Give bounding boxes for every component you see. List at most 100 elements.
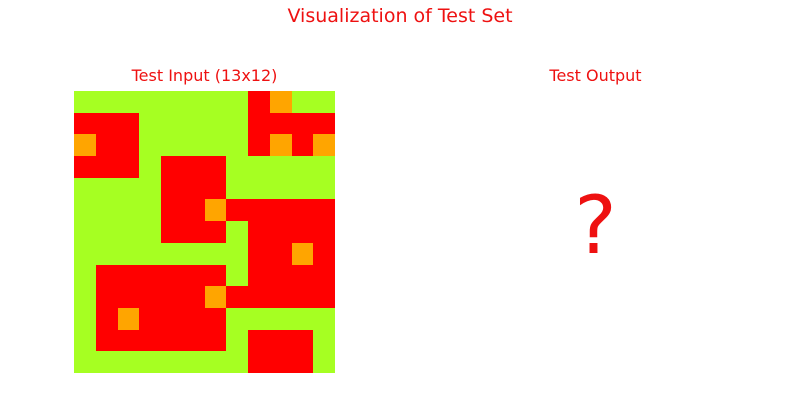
grid-cell bbox=[74, 308, 96, 330]
grid-cell bbox=[313, 286, 335, 308]
grid-cell bbox=[292, 265, 313, 286]
grid-cell bbox=[205, 265, 226, 286]
grid-cell bbox=[270, 156, 292, 178]
grid-cell bbox=[205, 308, 226, 330]
grid-cell bbox=[118, 351, 139, 373]
grid-cell bbox=[292, 351, 313, 373]
grid-cell bbox=[161, 308, 183, 330]
grid-cell bbox=[183, 265, 205, 286]
grid-cell bbox=[226, 243, 248, 265]
grid-cell bbox=[226, 113, 248, 134]
grid-cell bbox=[139, 199, 161, 221]
grid-cell bbox=[248, 308, 270, 330]
grid-cell bbox=[248, 199, 270, 221]
grid-cell bbox=[226, 308, 248, 330]
grid-cell bbox=[270, 221, 292, 243]
grid-cell bbox=[292, 286, 313, 308]
grid-cell bbox=[118, 330, 139, 351]
grid-cell bbox=[118, 265, 139, 286]
grid-cell bbox=[270, 199, 292, 221]
unknown-output-placeholder: ? bbox=[574, 179, 617, 272]
grid-cell bbox=[313, 221, 335, 243]
grid-cell bbox=[161, 199, 183, 221]
grid-cell bbox=[96, 113, 118, 134]
grid-cell bbox=[226, 286, 248, 308]
grid-cell bbox=[270, 265, 292, 286]
grid-cell bbox=[74, 330, 96, 351]
grid-cell bbox=[183, 199, 205, 221]
grid-cell bbox=[139, 134, 161, 156]
grid-cell bbox=[248, 243, 270, 265]
grid-cell bbox=[139, 286, 161, 308]
grid-cell bbox=[139, 178, 161, 199]
grid-cell bbox=[205, 156, 226, 178]
grid-cell bbox=[183, 351, 205, 373]
grid-cell bbox=[139, 91, 161, 113]
grid-cell bbox=[292, 199, 313, 221]
grid-cell bbox=[161, 221, 183, 243]
grid-cell bbox=[118, 156, 139, 178]
grid-cell bbox=[205, 91, 226, 113]
grid-cell bbox=[74, 265, 96, 286]
grid-cell bbox=[205, 178, 226, 199]
grid-cell bbox=[139, 243, 161, 265]
grid-cell bbox=[292, 308, 313, 330]
grid-cell bbox=[139, 351, 161, 373]
grid-cell bbox=[183, 286, 205, 308]
grid-cell bbox=[118, 199, 139, 221]
grid-cell bbox=[96, 286, 118, 308]
grid-cell bbox=[161, 113, 183, 134]
grid-cell bbox=[96, 156, 118, 178]
grid-cell bbox=[248, 156, 270, 178]
grid-cell bbox=[270, 330, 292, 351]
grid-cell bbox=[205, 286, 226, 308]
grid-cell bbox=[183, 91, 205, 113]
grid-cell bbox=[118, 91, 139, 113]
grid-cell bbox=[313, 330, 335, 351]
grid-cell bbox=[74, 351, 96, 373]
grid-cell bbox=[226, 351, 248, 373]
grid-cell bbox=[313, 243, 335, 265]
grid-cell bbox=[292, 134, 313, 156]
grid-cell bbox=[74, 156, 96, 178]
grid-cell bbox=[248, 91, 270, 113]
grid-cell bbox=[139, 265, 161, 286]
grid-cell bbox=[248, 221, 270, 243]
grid-cell bbox=[96, 199, 118, 221]
grid-cell bbox=[313, 156, 335, 178]
grid-cell bbox=[226, 330, 248, 351]
grid-cell bbox=[161, 265, 183, 286]
figure-title: Visualization of Test Set bbox=[287, 5, 513, 27]
grid-cell bbox=[292, 91, 313, 113]
grid-cell bbox=[270, 113, 292, 134]
grid-cell bbox=[139, 113, 161, 134]
grid-cell bbox=[74, 286, 96, 308]
grid-cell bbox=[292, 178, 313, 199]
grid-cell bbox=[74, 134, 96, 156]
grid-cell bbox=[118, 178, 139, 199]
grid-cell bbox=[292, 221, 313, 243]
grid-cell bbox=[139, 330, 161, 351]
grid-cell bbox=[96, 243, 118, 265]
grid-cell bbox=[118, 113, 139, 134]
grid-cell bbox=[270, 134, 292, 156]
grid-cell bbox=[270, 91, 292, 113]
grid-cell bbox=[96, 330, 118, 351]
grid-cell bbox=[183, 178, 205, 199]
grid-cell bbox=[270, 351, 292, 373]
grid-cell bbox=[270, 286, 292, 308]
grid-cell bbox=[161, 351, 183, 373]
grid-cell bbox=[313, 351, 335, 373]
grid-cell bbox=[205, 113, 226, 134]
grid-cell bbox=[74, 113, 96, 134]
grid-cell bbox=[226, 199, 248, 221]
grid-cell bbox=[313, 178, 335, 199]
grid-cell bbox=[248, 265, 270, 286]
grid-cell bbox=[205, 243, 226, 265]
grid-cell bbox=[161, 178, 183, 199]
grid-cell bbox=[205, 221, 226, 243]
grid-cell bbox=[118, 134, 139, 156]
grid-cell bbox=[226, 91, 248, 113]
grid-cell bbox=[139, 221, 161, 243]
grid-cell bbox=[118, 286, 139, 308]
